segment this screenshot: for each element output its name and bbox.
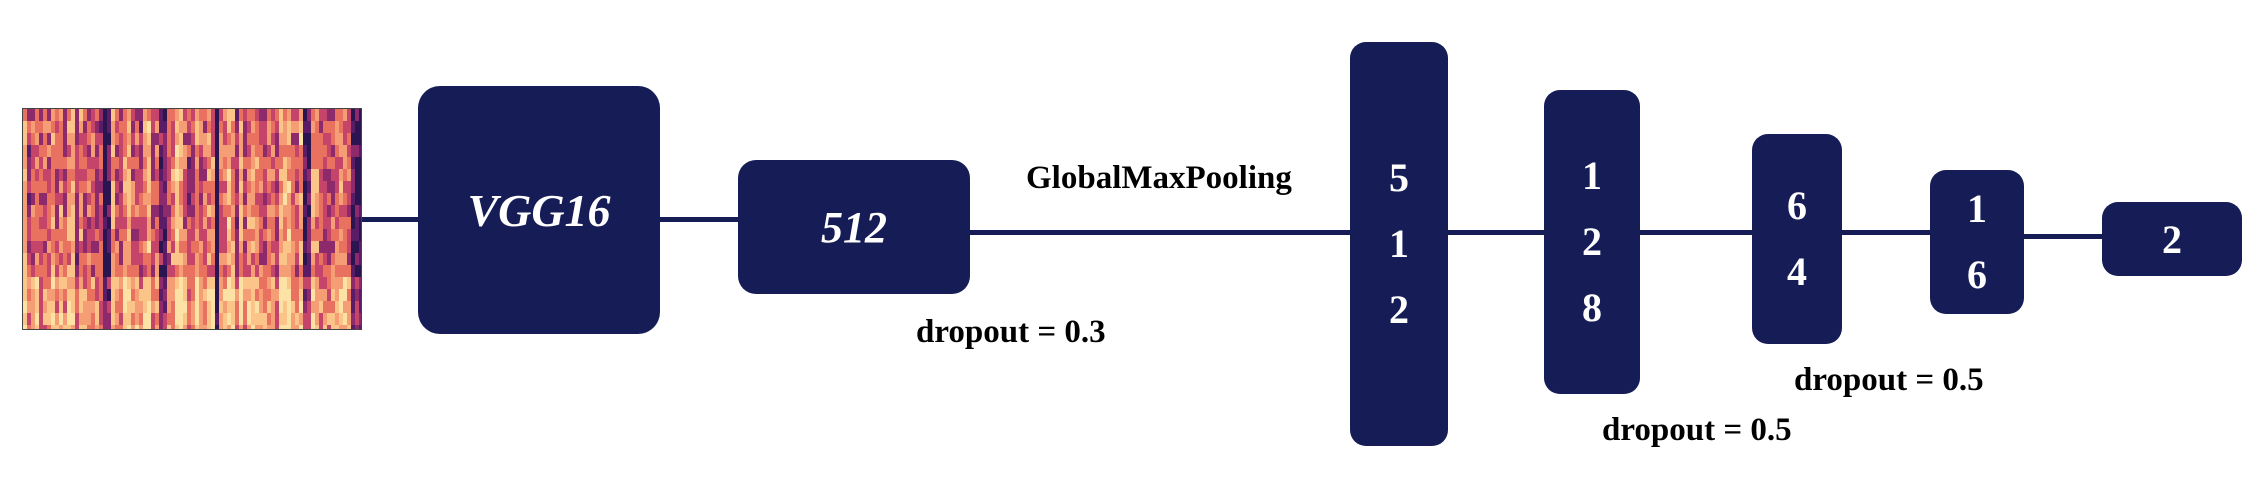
dense-128-digit: 1 (1582, 153, 1602, 198)
connector-line (968, 230, 1350, 235)
dense-16-digit: 6 (1967, 252, 1987, 297)
spectrogram-texture (23, 109, 361, 329)
connector-line (1842, 230, 1930, 235)
dropout-label-2: dropout = 0.5 (1602, 412, 1792, 448)
dense-64-digit: 6 (1787, 183, 1807, 228)
dense-64-block: 6 4 (1752, 134, 1842, 344)
spectrogram-input-image (22, 108, 362, 330)
dense-512-digit: 2 (1389, 287, 1409, 332)
dense-512-label: 512 (821, 202, 887, 252)
connector-line (2024, 234, 2102, 239)
connector-line (1448, 230, 1544, 235)
pooling-label: GlobalMaxPooling (1026, 160, 1292, 196)
output-block: 2 (2102, 202, 2242, 276)
output-label: 2 (2162, 216, 2182, 262)
dense-512-digit: 5 (1389, 155, 1409, 200)
dense-128-digit: 2 (1582, 219, 1602, 264)
dropout-label-3: dropout = 0.5 (1794, 362, 1984, 398)
dense-16-digit: 1 (1967, 186, 1987, 231)
dense-512-digit: 1 (1389, 221, 1409, 266)
dense-64-digit: 4 (1787, 249, 1807, 294)
dense-128-digit: 8 (1582, 285, 1602, 330)
dense-16-block: 1 6 (1930, 170, 2024, 314)
connector-line (660, 217, 760, 222)
vgg16-block: VGG16 (418, 86, 660, 334)
dropout-label-1: dropout = 0.3 (916, 314, 1106, 350)
vgg16-label: VGG16 (467, 184, 611, 236)
connector-line (362, 217, 418, 222)
connector-line (1640, 230, 1752, 235)
dense-128-block: 1 2 8 (1544, 90, 1640, 394)
dense-512-block: 512 (738, 160, 970, 294)
dense-512-vertical-block: 5 1 2 (1350, 42, 1448, 446)
